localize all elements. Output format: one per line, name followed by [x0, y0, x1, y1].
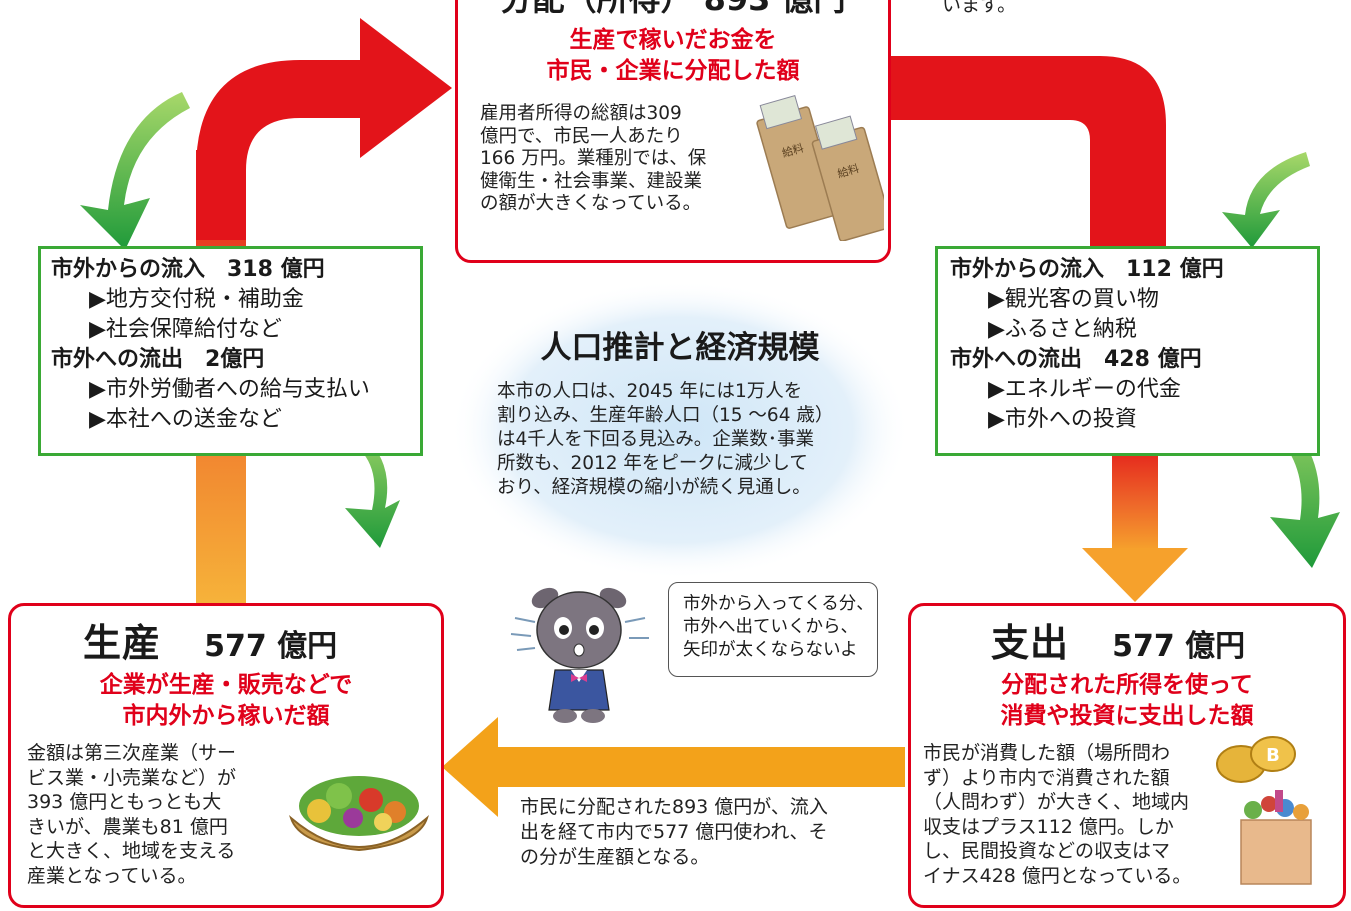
left-inflow-item: ▶地方交付税・補助金: [89, 287, 304, 312]
expenditure-subtitle-1: 分配された所得を使って: [1001, 672, 1253, 698]
left-flow-box: 市外からの流入 318 億円 ▶地方交付税・補助金 ▶社会保障給付など 市外への…: [38, 246, 423, 456]
distribution-body-line: 雇用者所得の総額は309: [480, 103, 682, 124]
right-inflow-item: ▶ふるさと納税: [988, 317, 1137, 342]
right-inflow-heading: 市外からの流入 112 億円: [950, 257, 1224, 282]
right-outflow-item: ▶市外への投資: [988, 407, 1137, 432]
bottom-orange-band: [495, 747, 905, 787]
expenditure-box: 支出 577 億円 分配された所得を使って 消費や投資に支出した額 市民が消費し…: [908, 603, 1346, 908]
center-body-line: おり、経済規模の縮小が続く見通し。: [497, 477, 811, 498]
green-arrow-mid-left: [330, 418, 400, 548]
left-outflow-item: ▶本社への送金など: [89, 407, 282, 432]
speech-bubble: 市外から入ってくる分、 市外へ出ていくから、 矢印が太くならないよ: [668, 582, 878, 677]
left-outflow-heading: 市外への流出 2億円: [51, 347, 265, 372]
right-red-elbow: [890, 56, 1166, 248]
production-body-line: ビス業・小売業など）が: [27, 766, 237, 789]
left-inflow-item: ▶社会保障給付など: [89, 317, 282, 342]
distribution-body: 雇用者所得の総額は309 億円で、市民一人あたり 166 万円。業種別では、保 …: [480, 103, 740, 216]
right-down-arrow-head: [1082, 548, 1188, 602]
distribution-title: 分配（所得） 893 億円: [458, 0, 888, 17]
left-inflow-heading: 市外からの流入 318 億円: [51, 257, 325, 282]
right-inflow-item: ▶観光客の買い物: [988, 287, 1159, 312]
right-flow-box: 市外からの流入 112 億円 ▶観光客の買い物 ▶ふるさと納税 市外への流出 4…: [935, 246, 1320, 456]
distribution-body-line: の額が大きくなっている。: [480, 193, 702, 214]
expenditure-amount: 577 億円: [1112, 629, 1246, 664]
production-title: 生産: [83, 621, 162, 665]
bottom-caption-line: の分が生産額となる。: [520, 846, 710, 868]
mascot-illustration: [510, 587, 649, 723]
shopping-bag-coins-illustration: B: [1216, 736, 1312, 885]
distribution-body-line: 健衛生・社会事業、建設業: [480, 170, 703, 192]
bottom-caption-line: 出を経て市内で577 億円使われ、そ: [520, 821, 828, 843]
center-body-line: は4千人を下回る見込み。企業数･事業: [497, 429, 815, 450]
production-body-line: 産業となっている。: [27, 864, 197, 887]
expenditure-body: 市民が消費した額（場所問わ ず）より市内で消費された額 （人問わず）が大きく、地…: [923, 741, 1213, 888]
distribution-body-line: 166 万円。業種別では、保: [480, 148, 707, 169]
speech-bubble-line: 市外へ出ていくから、: [683, 617, 858, 637]
right-outflow-heading: 市外への流出 428 億円: [950, 347, 1202, 372]
center-body: 本市の人口は、2045 年には1万人を 割り込み、生産年齢人口（15 ～64 歳…: [497, 380, 877, 500]
expenditure-body-line: ず）より市内で消費された額: [923, 766, 1170, 789]
center-body-line: 割り込み、生産年齢人口（15 ～64 歳）: [497, 405, 834, 426]
envelope-label: 給料: [780, 141, 805, 161]
green-arrow-top-right: [1222, 152, 1310, 248]
expenditure-body-line: 市民が消費した額（場所問わ: [923, 742, 1171, 764]
expenditure-title: 支出: [991, 621, 1070, 665]
envelope-label: 給料: [836, 161, 861, 181]
production-title-row: 生産 577 億円: [83, 612, 337, 667]
top-right-fragment: います。: [942, 0, 1017, 16]
production-amount: 577 億円: [204, 629, 338, 664]
center-title: 人口推計と経済規模: [540, 330, 820, 366]
production-subtitle-2: 市内外から稼いだ額: [122, 703, 330, 729]
green-arrow-top-left: [80, 92, 190, 250]
pay-envelope-illustration: 給料 給料: [756, 95, 884, 241]
bottom-caption: 市民に分配された893 億円が、流入 出を経て市内で577 億円使われ、そ の分…: [520, 795, 890, 870]
bottom-caption-line: 市民に分配された893 億円が、流入: [520, 796, 828, 818]
distribution-subtitle-2: 市民・企業に分配した額: [546, 58, 800, 84]
top-left-red-arrow: [196, 18, 452, 240]
expenditure-body-line: イナス428 億円となっている。: [923, 864, 1192, 887]
green-arrow-bottom-right: [1232, 392, 1340, 568]
right-outflow-item: ▶エネルギーの代金: [988, 377, 1181, 402]
center-body-line: 本市の人口は、2045 年には1万人を: [497, 381, 803, 402]
production-body: 金額は第三次産業（サー ビス業・小売業など）が 393 億円ともっとも大 きいが…: [27, 741, 277, 888]
expenditure-title-row: 支出 577 億円: [991, 612, 1245, 667]
speech-bubble-line: 市外から入ってくる分、: [683, 594, 874, 614]
vegetable-basket-illustration: [289, 776, 429, 852]
coin-label: B: [1266, 745, 1280, 766]
right-vertical-band: [1112, 440, 1158, 550]
bottom-orange-arrow-head: [442, 717, 498, 817]
production-box: 生産 577 億円 企業が生産・販売などで 市内外から稼いだ額 金額は第三次産業…: [8, 603, 444, 908]
expenditure-subtitle-2: 消費や投資に支出した額: [1000, 703, 1254, 729]
expenditure-body-line: し、民間投資などの収支はマ: [923, 840, 1171, 862]
center-glow: [450, 280, 910, 580]
distribution-subtitle-1: 生産で稼いだお金を: [569, 27, 777, 53]
distribution-box: 分配（所得） 893 億円 生産で稼いだお金を 市民・企業に分配した額 雇用者所…: [455, 0, 891, 263]
production-body-line: 金額は第三次産業（サー: [27, 742, 237, 764]
expenditure-body-line: 収支はプラス112 億円。しか: [923, 815, 1174, 838]
production-subtitle-1: 企業が生産・販売などで: [99, 672, 353, 698]
distribution-body-line: 億円で、市民一人あたり: [480, 125, 683, 147]
center-body-line: 所数も、2012 年をピークに減少して: [497, 453, 808, 474]
production-body-line: 393 億円ともっとも大: [27, 791, 222, 813]
speech-bubble-line: 矢印が太くならないよ: [683, 640, 858, 660]
production-body-line: と大きく、地域を支える: [27, 840, 236, 862]
expenditure-body-line: （人問わず）が大きく、地域内: [923, 791, 1190, 813]
left-outflow-item: ▶市外労働者への給与支払い: [89, 377, 370, 402]
production-body-line: きいが、農業も81 億円: [27, 815, 228, 838]
